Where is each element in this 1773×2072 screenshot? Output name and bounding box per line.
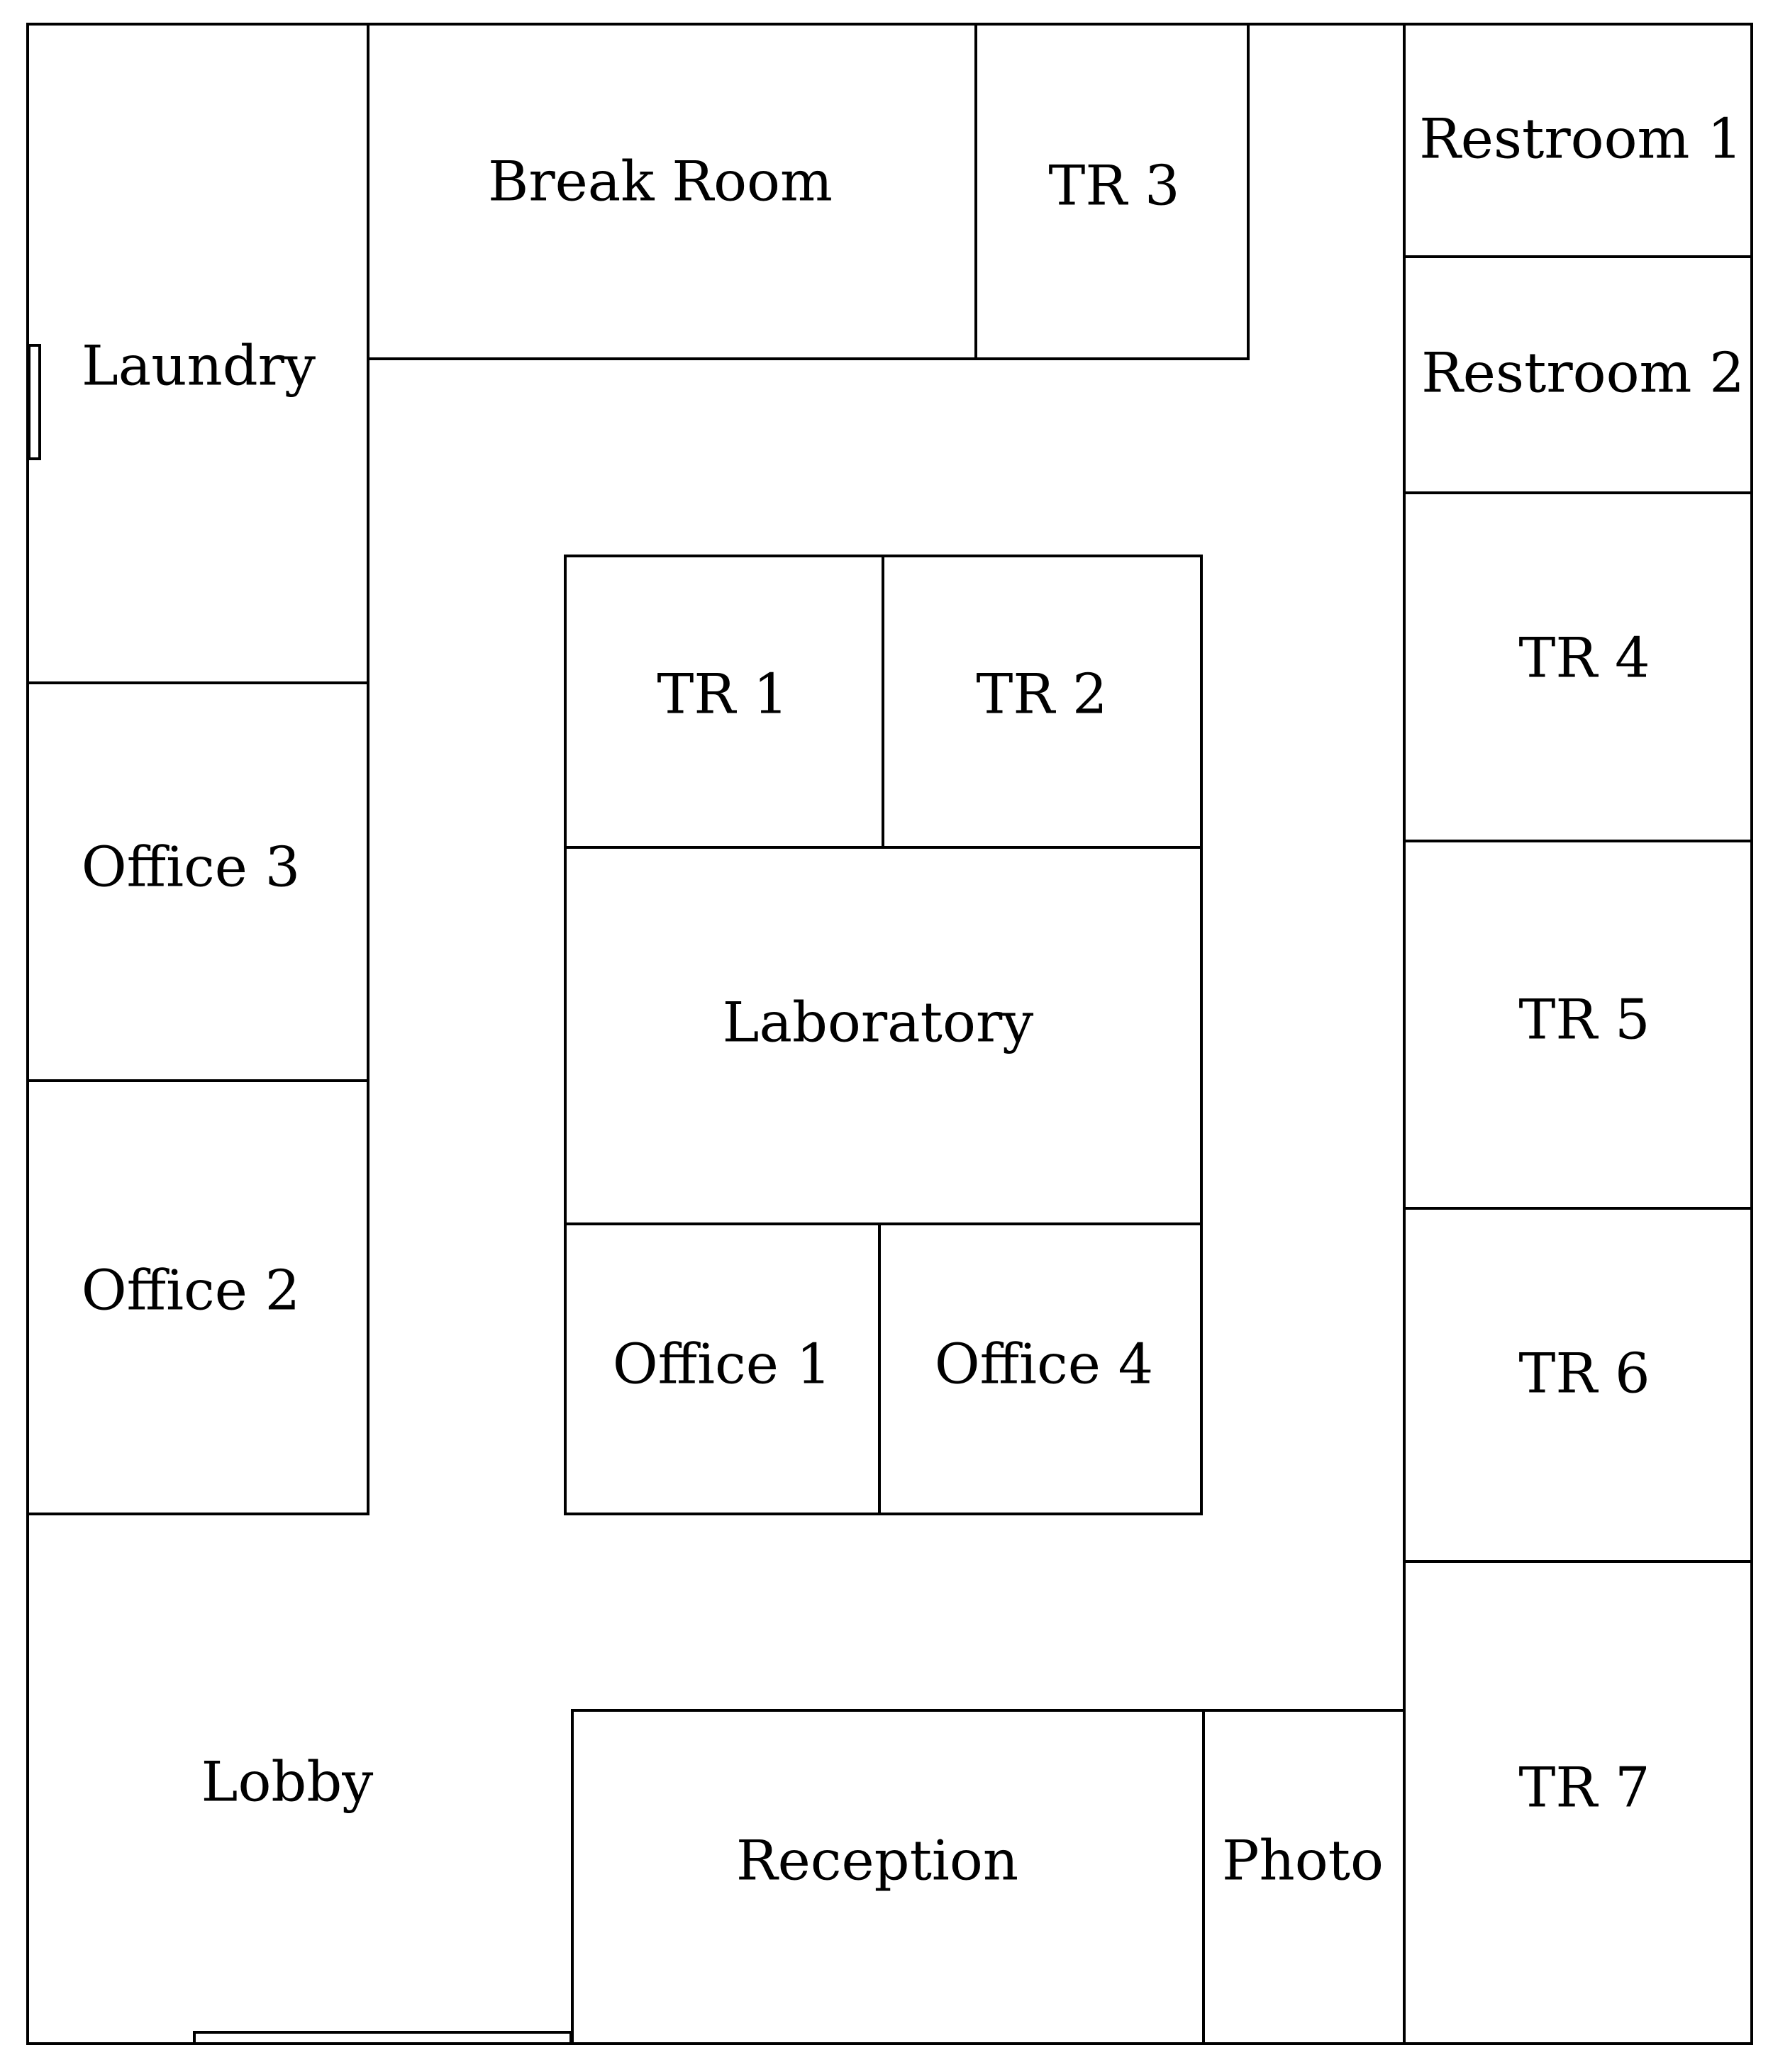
room-label-laboratory: Laboratory xyxy=(723,991,1034,1055)
room-label-break-room: Break Room xyxy=(488,150,833,214)
room-label-tr1: TR 1 xyxy=(657,663,788,727)
lobby-entrance xyxy=(193,2031,572,2045)
room-label-tr2: TR 2 xyxy=(976,663,1107,727)
room-label-tr7: TR 7 xyxy=(1518,1756,1650,1820)
room-label-tr4: TR 4 xyxy=(1518,627,1650,691)
room-label-tr3: TR 3 xyxy=(1048,155,1179,218)
room-label-office3: Office 3 xyxy=(82,836,301,900)
room-label-office4: Office 4 xyxy=(935,1333,1154,1397)
outer-wall xyxy=(26,23,1753,2045)
room-label-tr5: TR 5 xyxy=(1518,988,1650,1052)
room-label-reception: Reception xyxy=(736,1829,1018,1893)
room-label-photo: Photo xyxy=(1222,1829,1384,1893)
room-label-office1: Office 1 xyxy=(613,1333,832,1397)
room-label-tr6: TR 6 xyxy=(1518,1342,1650,1406)
room-label-office2: Office 2 xyxy=(82,1259,301,1323)
laundry-door xyxy=(28,344,41,460)
room-label-restroom2: Restroom 2 xyxy=(1421,342,1745,406)
room-label-laundry: Laundry xyxy=(82,335,316,399)
room-label-lobby: Lobby xyxy=(201,1751,374,1815)
room-label-restroom1: Restroom 1 xyxy=(1419,108,1743,172)
